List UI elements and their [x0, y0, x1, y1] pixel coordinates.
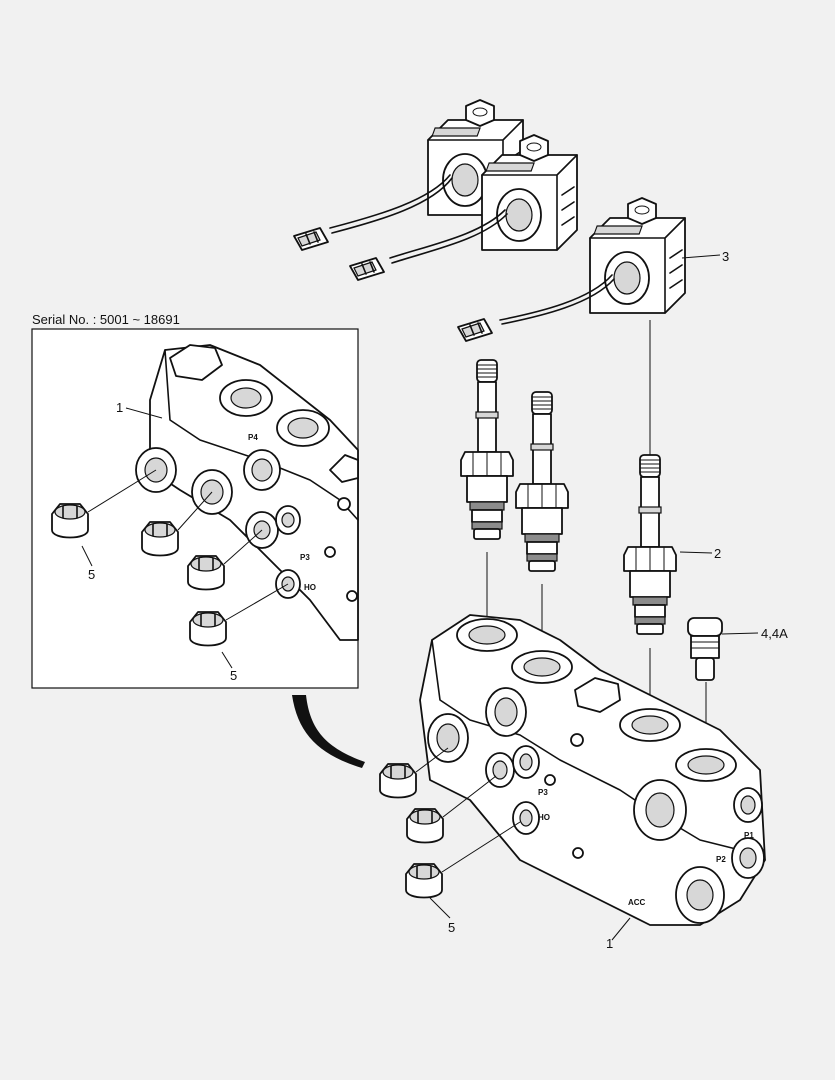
valve-block-inset: P4 P3 HO [135, 344, 359, 641]
callout-3: 3 [722, 249, 729, 264]
inset-port-mark-p4: P4 [248, 433, 258, 442]
valve-block-main: P3 HO P1 P2 ACC [419, 614, 766, 926]
callout-5-main: 5 [448, 920, 455, 935]
relief-valve [687, 617, 723, 681]
port-mark-ho: HO [538, 813, 550, 822]
port-mark-p1: P1 [744, 831, 754, 840]
cartridge-valve-c [623, 454, 677, 635]
inset-port-mark-ho: HO [304, 583, 316, 592]
cartridge-valve-a [460, 359, 514, 540]
inset-callout-1: 1 [116, 400, 123, 415]
leader-lines-main [611, 254, 759, 941]
cartridge-valve-b [515, 391, 569, 572]
port-mark-p3: P3 [538, 788, 548, 797]
port-mark-p2: P2 [716, 855, 726, 864]
leader-lines-inset [81, 407, 233, 669]
callout-2: 2 [714, 546, 721, 561]
inset-callout-5-bottom: 5 [230, 668, 237, 683]
inset-callout-5-top: 5 [88, 567, 95, 582]
plug-set-inset [51, 469, 289, 647]
inset-port-mark-p3: P3 [300, 553, 310, 562]
curved-pointer-arrow [292, 695, 365, 768]
port-mark-acc: ACC [628, 898, 646, 907]
serial-number-label: Serial No. : 5001 ~ 18691 [32, 312, 180, 327]
callout-4-4a: 4,4A [761, 626, 788, 641]
coil-wires [293, 174, 615, 342]
plug-set-main [379, 747, 521, 919]
callout-1-main: 1 [606, 936, 613, 951]
solenoid-coil-right [589, 197, 686, 314]
